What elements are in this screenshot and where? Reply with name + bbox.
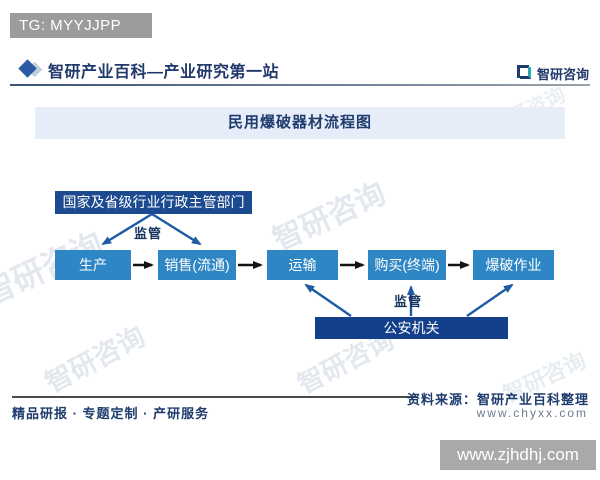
data-source-text: 资料来源：智研产业百科整理 [406,392,589,407]
supervision-label-bottom: 监管 [394,294,423,309]
flow-step-production: 生产 [55,250,131,280]
watermark-text: 智研咨询 [268,176,391,258]
flow-node-top-regulator: 国家及省级行业行政主管部门 [55,191,252,214]
arrow-police-to-transport [304,283,352,317]
flow-step-purchase: 购买(终端) [368,250,446,280]
brand-logo-icon [517,65,531,79]
flow-step-blasting: 爆破作业 [473,250,554,280]
site-header-title: 智研产业百科—产业研究第一站 [48,64,280,81]
tag-overlay-bar: TG: MYYJJPP [10,13,152,38]
website-overlay-bar: www.zjhdhj.com [440,440,596,470]
header-divider [10,84,590,86]
flow-step-sales: 销售(流通) [158,250,236,280]
brand-logo-text: 智研咨询 [537,67,590,82]
chart-title: 民用爆破器材流程图 [35,107,565,139]
footer-divider [12,396,418,398]
arrow-police-to-blasting [466,283,514,317]
flow-node-police: 公安机关 [315,317,508,339]
brand-logo-icon-part [517,65,529,78]
flow-step-transport: 运输 [267,250,338,280]
watermark-text: 智研咨询 [40,321,150,399]
footer-services-text: 精品研报 · 专题定制 · 产研服务 [12,406,210,421]
source-website-text: www.chyxx.com [476,406,588,420]
brand-logo-icon-part [520,67,531,79]
supervision-label-top: 监管 [134,226,163,241]
